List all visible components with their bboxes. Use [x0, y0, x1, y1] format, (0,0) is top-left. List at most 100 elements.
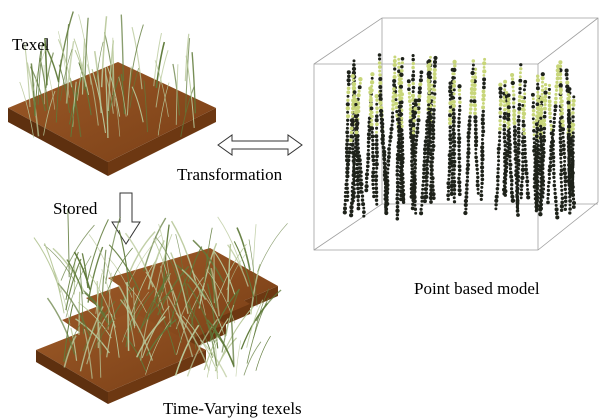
- point-sample: [382, 157, 387, 161]
- point-sample: [481, 109, 485, 114]
- point-model-box: [313, 17, 599, 251]
- point-sample: [559, 91, 563, 95]
- point-sample: [479, 197, 483, 201]
- point-sample: [520, 95, 524, 99]
- point-sample: [361, 202, 366, 207]
- point-sample: [370, 130, 374, 134]
- grass-blade: [185, 55, 195, 128]
- point-sample: [559, 184, 564, 188]
- grass-blade: [33, 237, 62, 293]
- point-sample: [535, 114, 539, 118]
- point-sample: [355, 150, 360, 155]
- point-sample: [547, 99, 552, 104]
- point-sample: [412, 178, 416, 182]
- point-sample: [506, 117, 511, 122]
- point-sample: [547, 168, 552, 173]
- point-sample: [457, 116, 461, 120]
- point-sample: [390, 123, 394, 127]
- point-sample: [558, 140, 563, 145]
- point-sample: [365, 180, 369, 184]
- point-sample: [548, 164, 553, 169]
- point-sample: [469, 103, 474, 107]
- point-sample: [451, 135, 456, 140]
- point-sample: [476, 187, 480, 191]
- point-sample: [563, 159, 567, 163]
- point-sample: [393, 55, 397, 59]
- point-sample: [426, 78, 431, 83]
- point-sample: [498, 126, 502, 131]
- point-sample: [422, 171, 426, 175]
- point-sample: [514, 165, 518, 169]
- point-sample: [539, 112, 543, 116]
- point-sample: [498, 95, 503, 99]
- grass-blade: [32, 44, 49, 92]
- point-sample: [570, 174, 575, 179]
- point-sample: [473, 67, 478, 71]
- point-sample: [360, 198, 365, 202]
- point-sample: [541, 146, 546, 151]
- point-sample: [480, 161, 484, 166]
- point-sample: [391, 91, 395, 95]
- point-sample: [407, 91, 411, 95]
- point-sample: [517, 134, 521, 139]
- grass-blade: [75, 318, 110, 354]
- point-sample: [562, 151, 566, 155]
- grass-blade: [191, 271, 226, 339]
- point-sample: [374, 182, 378, 186]
- point-sample: [464, 207, 468, 211]
- point-sample: [568, 195, 572, 199]
- point-sample: [399, 72, 404, 78]
- point-sample: [539, 108, 544, 112]
- point-sample: [547, 172, 551, 177]
- point-sample: [411, 65, 415, 70]
- point-sample: [429, 200, 433, 204]
- point-sample: [571, 102, 576, 107]
- point-sample: [410, 163, 414, 167]
- point-sample: [374, 174, 379, 178]
- point-sample: [450, 159, 455, 165]
- point-sample: [374, 134, 379, 139]
- point-sample: [417, 114, 421, 118]
- point-sample: [531, 97, 535, 101]
- point-sample: [392, 59, 397, 63]
- grass-blade: [170, 252, 189, 314]
- point-sample: [522, 135, 527, 140]
- point-sample: [355, 178, 360, 183]
- point-sample: [564, 72, 569, 77]
- point-sample: [535, 170, 539, 174]
- point-sample: [538, 206, 543, 211]
- point-sample: [364, 184, 369, 189]
- point-sample: [502, 132, 507, 136]
- point-sample: [551, 132, 555, 137]
- point-sample: [374, 186, 379, 190]
- point-sample: [355, 166, 360, 171]
- point-sample: [355, 170, 360, 175]
- point-sample: [510, 183, 514, 187]
- point-sample: [457, 160, 461, 164]
- point-sample: [561, 123, 565, 128]
- point-sample: [480, 117, 485, 122]
- point-sample: [366, 152, 371, 157]
- point-sample: [530, 92, 535, 97]
- point-sample: [543, 103, 547, 107]
- point-sample: [510, 72, 515, 78]
- point-sample: [400, 144, 405, 149]
- point-sample: [494, 203, 498, 207]
- point-sample: [426, 127, 430, 131]
- point-sample: [531, 101, 535, 105]
- point-sample: [519, 196, 523, 200]
- point-sample: [536, 82, 540, 86]
- point-sample: [448, 145, 452, 149]
- point-sample: [343, 206, 347, 211]
- point-sample: [554, 203, 558, 207]
- point-sample: [407, 95, 411, 99]
- point-sample: [562, 163, 567, 167]
- point-sample: [371, 154, 376, 159]
- point-sample: [551, 163, 556, 168]
- point-sample: [448, 137, 453, 142]
- point-sample: [399, 120, 404, 125]
- point-sample: [391, 95, 396, 99]
- point-sample: [430, 172, 434, 176]
- point-sample: [543, 90, 548, 95]
- point-sample: [568, 193, 572, 197]
